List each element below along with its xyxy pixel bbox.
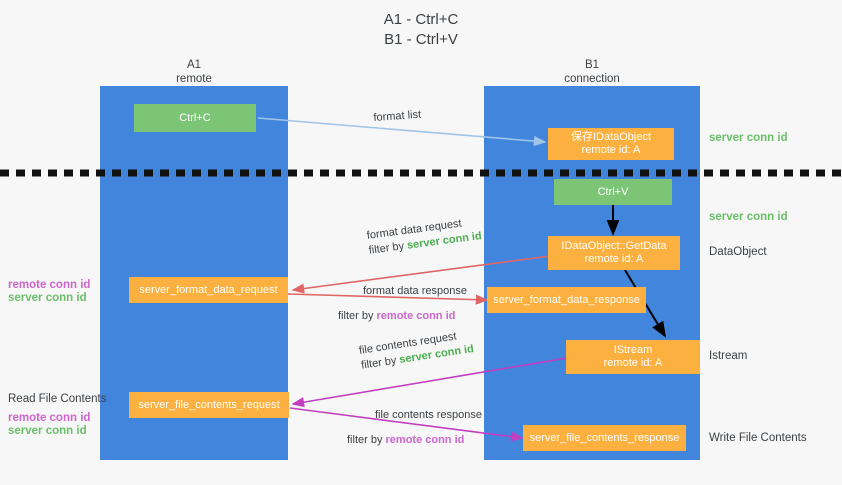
edge-label-format-data-response-prefix: filter by — [338, 310, 377, 322]
edge-label-format-data-response-value: remote conn id — [376, 310, 456, 322]
lane-b1-name: B1 — [584, 59, 600, 71]
arrow-file-contents-response — [289, 407, 524, 442]
lane-header-b1: B1 connection — [484, 58, 700, 86]
box-server-format-data-response[interactable]: server_format_data_response — [487, 287, 646, 313]
label-dataobject: DataObject — [709, 246, 767, 258]
edge-label-file-contents-response: file contents response filter by remote … — [347, 408, 483, 448]
box-server-format-data-request[interactable]: server_format_data_request — [129, 277, 288, 303]
lane-header-a1: A1 remote — [100, 58, 288, 86]
lane-a1-subtitle: remote — [176, 73, 212, 85]
edge-label-format-data-response: format data response filter by remote co… — [338, 284, 467, 324]
box-server-format-data-response-label: server_format_data_response — [493, 293, 640, 306]
box-save-idataobject-title: 保存IDataObject — [570, 131, 652, 143]
lane-a1-name: A1 — [186, 59, 202, 71]
title-line-2: B1 - Ctrl+V — [384, 31, 458, 48]
box-server-format-data-request-label: server_format_data_request — [139, 283, 278, 296]
label-server-conn-id-mid: server conn id — [709, 211, 788, 223]
box-server-file-contents-request[interactable]: server_file_contents_request — [129, 392, 289, 418]
label-remote-conn-id-1: remote conn id — [8, 279, 91, 291]
box-ctrl-v-label: Ctrl+V — [597, 185, 629, 198]
box-ctrl-c[interactable]: Ctrl+C — [134, 104, 256, 132]
box-getdata-subtitle: remote id: A — [584, 253, 644, 265]
page-title: A1 - Ctrl+C B1 - Ctrl+V — [0, 10, 842, 50]
arrow-file-contents-request — [291, 357, 568, 408]
box-istream[interactable]: IStream remote id: A — [566, 340, 700, 374]
box-getdata-title: IDataObject::GetData — [561, 240, 667, 252]
box-server-file-contents-response-label: server_file_contents_response — [529, 431, 680, 444]
arrow-format-list — [257, 117, 547, 147]
edge-label-format-data-request-prefix: filter by — [368, 239, 408, 257]
box-server-file-contents-request-label: server_file_contents_request — [138, 398, 280, 411]
arrow-format-data-request — [291, 255, 551, 294]
arrow-format-data-response — [287, 293, 489, 305]
edge-label-file-contents-response-line1: file contents response — [375, 409, 483, 421]
edge-label-file-contents-response-line2: filter by remote conn id — [347, 433, 482, 448]
box-save-idataobject-subtitle: remote id: A — [581, 144, 641, 156]
box-idataobject-getdata[interactable]: IDataObject::GetData remote id: A — [548, 236, 680, 270]
box-ctrl-c-label: Ctrl+C — [179, 111, 211, 124]
label-server-conn-id-top: server conn id — [709, 132, 788, 144]
title-line-1: A1 - Ctrl+C — [383, 11, 459, 28]
label-istream: Istream — [709, 350, 748, 362]
box-istream-title: IStream — [613, 344, 653, 356]
label-remote-conn-id-2: remote conn id — [8, 412, 91, 424]
edge-label-file-contents-response-prefix: filter by — [347, 434, 386, 446]
box-istream-subtitle: remote id: A — [603, 357, 663, 369]
box-save-idataobject[interactable]: 保存IDataObject remote id: A — [548, 128, 674, 160]
label-write-file-contents: Write File Contents — [709, 432, 807, 444]
lane-b1-subtitle: connection — [564, 73, 620, 85]
label-server-conn-id-2: server conn id — [8, 425, 87, 437]
box-ctrl-v[interactable]: Ctrl+V — [554, 179, 672, 205]
edge-label-file-contents-response-value: remote conn id — [385, 434, 465, 446]
box-server-file-contents-response[interactable]: server_file_contents_response — [523, 425, 686, 451]
label-server-conn-id-1: server conn id — [8, 292, 87, 304]
edge-label-format-data-response-line2: filter by remote conn id — [338, 309, 467, 324]
label-read-file-contents: Read File Contents — [8, 393, 107, 405]
edge-label-format-data-response-line1: format data response — [363, 285, 467, 297]
